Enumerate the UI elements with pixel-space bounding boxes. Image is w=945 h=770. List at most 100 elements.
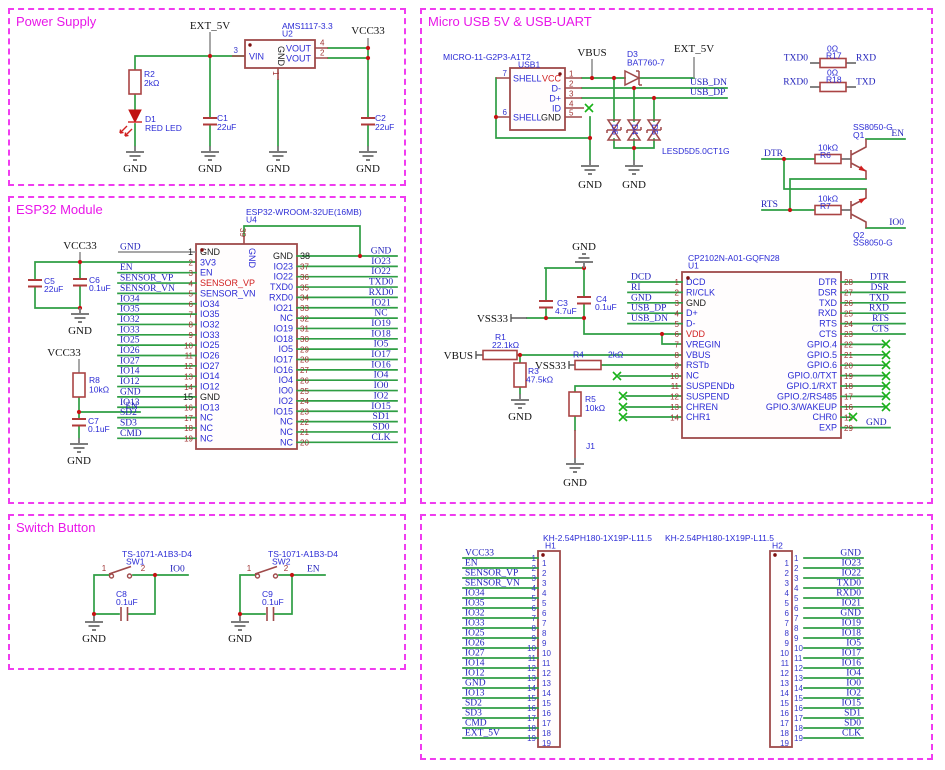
r6-ref[interactable]: R6 [820, 150, 831, 160]
pin-number[interactable]: 4 [532, 584, 537, 593]
net-label[interactable]: CTS [872, 325, 889, 335]
sw2-ref[interactable]: SW2 [272, 557, 291, 567]
net-label[interactable]: IO22 [371, 267, 391, 277]
r6-val[interactable]: 10kΩ [818, 143, 838, 153]
u2-ref[interactable]: U2 [282, 29, 293, 39]
net-usbdn[interactable]: USB_DN [690, 78, 727, 88]
pin-number[interactable]: 17 [184, 414, 193, 423]
c5-ref[interactable]: C5 [44, 276, 55, 286]
net-label[interactable]: IO15 [841, 699, 861, 709]
pin-number[interactable]: 22 [844, 341, 853, 350]
pin-number[interactable]: 16 [844, 403, 853, 412]
pin-number[interactable]: 18 [184, 424, 193, 433]
pin-number-inner[interactable]: 9 [542, 639, 547, 648]
pin-name[interactable]: IO0 [278, 386, 293, 396]
net-label[interactable]: SD0 [844, 719, 861, 729]
pin-name[interactable]: GPIO.0/TXT [787, 371, 837, 381]
pin-name[interactable]: VDD [686, 329, 706, 339]
pin-number[interactable]: 23 [300, 407, 309, 416]
pin-number-inner[interactable]: 7 [785, 619, 790, 628]
pin-name[interactable]: IO25 [200, 340, 220, 350]
pin-number[interactable]: 2 [794, 564, 799, 573]
net-label[interactable]: IO16 [371, 360, 391, 370]
ground-symbol-icon[interactable] [566, 458, 584, 473]
section-box-esp32[interactable] [8, 196, 406, 504]
pin-number[interactable]: 10 [527, 644, 536, 653]
net-port-vcc33[interactable]: VCC33 [351, 25, 385, 37]
j1-ref[interactable]: J1 [586, 441, 595, 451]
net-label[interactable]: IO15 [371, 402, 391, 412]
chip-h1[interactable]: 11VCC3322EN33SENSOR_VP44SENSOR_VN55IO346… [462, 549, 561, 749]
sw1-ref[interactable]: SW1 [126, 557, 145, 567]
pin-number[interactable]: 20 [300, 439, 309, 448]
c2-val[interactable]: 22uF [375, 122, 394, 132]
pin-number[interactable]: 9 [532, 634, 537, 643]
usb1-gnd[interactable]: GND [541, 113, 562, 123]
pin-number[interactable]: 6 [189, 300, 194, 309]
net-port-vcc33-3[interactable]: VCC33 [47, 347, 81, 359]
r18-val[interactable]: 0Ω [827, 68, 838, 78]
net-port-vss33[interactable]: VSS33 [477, 313, 509, 325]
pin-number[interactable]: 29 [844, 424, 853, 433]
ground-symbol-icon[interactable] [581, 160, 599, 175]
net-usbdp[interactable]: USB_DP [690, 88, 725, 98]
net-label[interactable]: IO2 [374, 391, 389, 401]
usb1-dp[interactable]: D+ [549, 94, 561, 104]
net-label[interactable]: IO12 [465, 669, 485, 679]
pin-number[interactable]: 15 [794, 694, 803, 703]
pin-number-inner[interactable]: 18 [542, 729, 551, 738]
pin-number[interactable]: 7 [532, 614, 537, 623]
pin-name[interactable]: NC [686, 371, 699, 381]
gnd[interactable]: GND [572, 241, 596, 253]
net-label[interactable]: GND [120, 243, 141, 253]
u2-pin-vin[interactable]: VIN [249, 52, 264, 62]
pin-name[interactable]: NC [200, 423, 213, 433]
r5-val[interactable]: 10kΩ [585, 403, 605, 413]
pin-name[interactable]: IO22 [273, 272, 293, 282]
net-label[interactable]: IO5 [846, 639, 861, 649]
pin-name[interactable]: TXD0 [270, 282, 293, 292]
net-label[interactable]: RI [631, 283, 641, 293]
pin-name[interactable]: GPIO.6 [807, 360, 837, 370]
u4-part[interactable]: ESP32-WROOM-32UE(16MB) [246, 207, 362, 217]
net-rxd0[interactable]: RXD0 [783, 78, 808, 88]
section-title-switch[interactable]: Switch Button [16, 520, 96, 535]
net-label[interactable]: CMD [120, 429, 142, 439]
pin-number[interactable]: 32 [300, 314, 309, 323]
r4-ref[interactable]: R4 [573, 350, 584, 360]
pin-number[interactable]: 3 [675, 299, 680, 308]
pin-name[interactable]: GND [686, 298, 707, 308]
pin-number[interactable]: 5 [794, 594, 799, 603]
sw1-num1[interactable]: 1 [102, 564, 107, 573]
pin-number[interactable]: 15 [844, 413, 853, 422]
pin-number[interactable]: 26 [844, 299, 853, 308]
pin-number-inner[interactable]: 2 [542, 569, 547, 578]
net-label[interactable]: GND [866, 418, 887, 428]
pin-name[interactable]: GPIO.3/WAKEUP [766, 402, 837, 412]
net-label[interactable]: SD1 [373, 412, 390, 422]
d5-ref[interactable]: D5 [650, 124, 660, 135]
net-label[interactable]: IO18 [841, 629, 861, 639]
pin-number[interactable]: 13 [527, 674, 536, 683]
net-label[interactable]: IO2 [846, 689, 861, 699]
pin-name[interactable]: RXD [818, 308, 838, 318]
pin-name[interactable]: IO33 [200, 330, 220, 340]
pin-name[interactable]: IO26 [200, 351, 220, 361]
pin-number[interactable]: 14 [527, 684, 536, 693]
pin-number[interactable]: 38 [300, 251, 310, 261]
pin-name[interactable]: GPIO.1/RXT [786, 381, 837, 391]
net-label[interactable]: IO12 [120, 377, 140, 387]
resistors-uart[interactable] [814, 57, 847, 216]
pin-name[interactable]: NC [280, 437, 293, 447]
pin-number[interactable]: 5 [675, 320, 680, 329]
pin-number[interactable]: 24 [300, 397, 309, 406]
pin-number[interactable]: 34 [300, 294, 309, 303]
pin-number-inner[interactable]: 3 [542, 579, 547, 588]
pin-name[interactable]: IO32 [200, 319, 220, 329]
pin-name[interactable]: GND [200, 247, 221, 257]
gnd[interactable]: GND [228, 633, 252, 645]
gnd[interactable]: GND [508, 411, 532, 423]
pin-name[interactable]: IO23 [273, 261, 293, 271]
pin-number[interactable]: 5 [189, 290, 194, 299]
pin-number-inner[interactable]: 6 [785, 609, 790, 618]
